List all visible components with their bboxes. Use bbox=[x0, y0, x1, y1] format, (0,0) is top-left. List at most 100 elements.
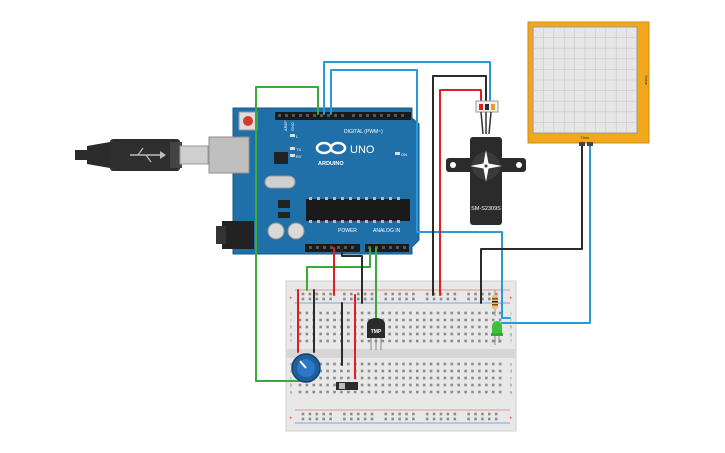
breadboard-hole[interactable] bbox=[305, 318, 309, 322]
breadboard-hole[interactable] bbox=[491, 390, 495, 394]
breadboard-hole[interactable] bbox=[402, 376, 405, 380]
breadboard-hole[interactable] bbox=[347, 311, 350, 315]
breadboard-hole[interactable] bbox=[305, 332, 309, 336]
breadboard-hole[interactable] bbox=[347, 318, 350, 322]
breadboard-hole[interactable] bbox=[367, 311, 371, 315]
breadboard-hole[interactable] bbox=[398, 412, 401, 416]
breadboard-hole[interactable] bbox=[326, 376, 329, 380]
breadboard-hole[interactable] bbox=[485, 325, 488, 329]
breadboard-hole[interactable] bbox=[416, 383, 419, 387]
breadboard-hole[interactable] bbox=[464, 339, 467, 343]
breadboard-hole[interactable] bbox=[381, 376, 385, 380]
breadboard-hole[interactable] bbox=[450, 383, 454, 387]
breadboard-hole[interactable] bbox=[485, 390, 488, 394]
breadboard-hole[interactable] bbox=[326, 383, 329, 387]
breadboard-hole[interactable] bbox=[395, 339, 398, 343]
breadboard-hole[interactable] bbox=[478, 362, 481, 366]
breadboard-hole[interactable] bbox=[391, 417, 394, 421]
breadboard-hole[interactable] bbox=[436, 311, 440, 315]
reset-button[interactable] bbox=[243, 116, 253, 126]
breadboard-hole[interactable] bbox=[443, 311, 447, 315]
breadboard-hole[interactable] bbox=[478, 390, 481, 394]
breadboard-hole[interactable] bbox=[443, 339, 447, 343]
breadboard-hole[interactable] bbox=[384, 417, 388, 421]
breadboard-hole[interactable] bbox=[498, 362, 502, 366]
breadboard-hole[interactable] bbox=[388, 332, 391, 336]
breadboard-hole[interactable] bbox=[319, 325, 322, 329]
breadboard-hole[interactable] bbox=[402, 332, 405, 336]
breadboard-hole[interactable] bbox=[491, 376, 495, 380]
breadboard-hole[interactable] bbox=[333, 369, 336, 373]
slide-switch[interactable] bbox=[336, 382, 358, 390]
breadboard-hole[interactable] bbox=[298, 318, 302, 322]
breadboard-hole[interactable] bbox=[405, 297, 408, 301]
breadboard-hole[interactable] bbox=[308, 292, 312, 296]
breadboard-hole[interactable] bbox=[467, 417, 470, 421]
breadboard-hole[interactable] bbox=[471, 339, 474, 343]
breadboard-hole[interactable] bbox=[491, 362, 495, 366]
temperature-sensor[interactable]: TMP bbox=[367, 318, 385, 350]
breadboard-hole[interactable] bbox=[416, 311, 419, 315]
breadboard-hole[interactable] bbox=[395, 332, 398, 336]
breadboard-hole[interactable] bbox=[402, 383, 405, 387]
breadboard-hole[interactable] bbox=[322, 417, 325, 421]
breadboard-hole[interactable] bbox=[464, 383, 467, 387]
breadboard-hole[interactable] bbox=[381, 383, 385, 387]
breadboard-hole[interactable] bbox=[491, 369, 495, 373]
breadboard-hole[interactable] bbox=[446, 297, 450, 301]
breadboard-hole[interactable] bbox=[333, 318, 336, 322]
breadboard-hole[interactable] bbox=[422, 383, 426, 387]
breadboard-hole[interactable] bbox=[381, 362, 385, 366]
breadboard-hole[interactable] bbox=[374, 383, 378, 387]
breadboard-hole[interactable] bbox=[439, 412, 443, 416]
breadboard-hole[interactable] bbox=[457, 390, 460, 394]
breadboard-hole[interactable] bbox=[450, 369, 454, 373]
breadboard-hole[interactable] bbox=[347, 325, 350, 329]
breadboard-hole[interactable] bbox=[329, 412, 332, 416]
breadboard-hole[interactable] bbox=[402, 362, 405, 366]
breadboard-hole[interactable] bbox=[405, 292, 408, 296]
breadboard-hole[interactable] bbox=[298, 390, 302, 394]
breadboard-hole[interactable] bbox=[353, 390, 357, 394]
breadboard-hole[interactable] bbox=[308, 297, 312, 301]
breadboard-hole[interactable] bbox=[333, 311, 336, 315]
breadboard-hole[interactable] bbox=[422, 318, 426, 322]
breadboard-hole[interactable] bbox=[485, 318, 488, 322]
breadboard-hole[interactable] bbox=[370, 297, 374, 301]
breadboard-hole[interactable] bbox=[395, 390, 398, 394]
breadboard-hole[interactable] bbox=[464, 362, 467, 366]
breadboard-hole[interactable] bbox=[485, 339, 488, 343]
breadboard-hole[interactable] bbox=[305, 390, 309, 394]
breadboard-hole[interactable] bbox=[340, 390, 343, 394]
breadboard-hole[interactable] bbox=[367, 318, 371, 322]
breadboard-hole[interactable] bbox=[301, 412, 305, 416]
breadboard-hole[interactable] bbox=[494, 412, 498, 416]
breadboard-hole[interactable] bbox=[425, 292, 429, 296]
breadboard-hole[interactable] bbox=[343, 417, 346, 421]
breadboard-hole[interactable] bbox=[450, 390, 454, 394]
breadboard-hole[interactable] bbox=[360, 390, 364, 394]
breadboard-hole[interactable] bbox=[429, 318, 433, 322]
breadboard-hole[interactable] bbox=[453, 292, 457, 296]
breadboard-hole[interactable] bbox=[395, 325, 398, 329]
breadboard-hole[interactable] bbox=[402, 325, 405, 329]
breadboard-hole[interactable] bbox=[450, 376, 454, 380]
breadboard-hole[interactable] bbox=[412, 292, 415, 296]
breadboard-hole[interactable] bbox=[446, 417, 450, 421]
breadboard-hole[interactable] bbox=[491, 339, 495, 343]
breadboard-hole[interactable] bbox=[363, 412, 367, 416]
breadboard-hole[interactable] bbox=[326, 362, 329, 366]
breadboard-hole[interactable] bbox=[429, 376, 433, 380]
breadboard-hole[interactable] bbox=[471, 383, 474, 387]
breadboard-hole[interactable] bbox=[360, 325, 364, 329]
breadboard-hole[interactable] bbox=[467, 412, 470, 416]
breadboard-hole[interactable] bbox=[388, 311, 391, 315]
breadboard-hole[interactable] bbox=[432, 297, 436, 301]
breadboard-hole[interactable] bbox=[422, 339, 426, 343]
breadboard-hole[interactable] bbox=[412, 297, 415, 301]
breadboard-hole[interactable] bbox=[422, 362, 426, 366]
breadboard-hole[interactable] bbox=[388, 362, 391, 366]
breadboard-hole[interactable] bbox=[388, 376, 391, 380]
breadboard-hole[interactable] bbox=[388, 325, 391, 329]
breadboard-hole[interactable] bbox=[322, 297, 325, 301]
